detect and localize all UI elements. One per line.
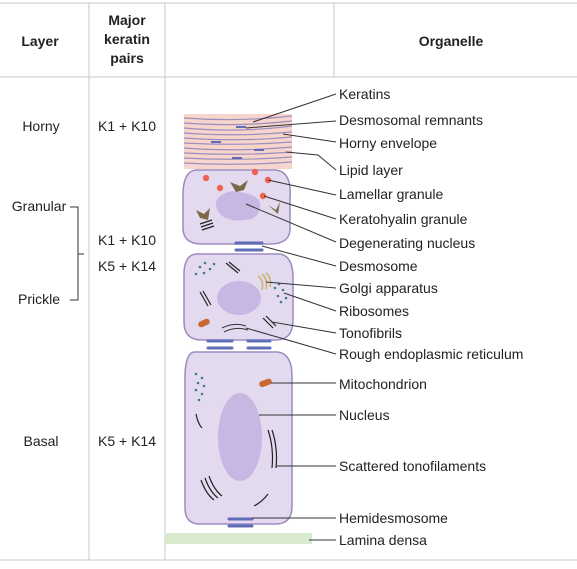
desmosome-upper bbox=[234, 241, 264, 252]
layer-granular: Granular bbox=[12, 198, 67, 214]
keratin-horny: K1 + K10 bbox=[98, 118, 156, 134]
hemidesmosome bbox=[227, 517, 254, 528]
horny-layer bbox=[183, 114, 293, 169]
prickle-cell bbox=[183, 253, 294, 341]
organelle-label-mitochondrion: Mitochondrion bbox=[339, 376, 427, 392]
organelle-label-ribosomes: Ribosomes bbox=[339, 303, 409, 319]
layer-basal: Basal bbox=[23, 433, 58, 449]
lamina-densa-band bbox=[165, 533, 312, 544]
layer-horny: Horny bbox=[22, 118, 59, 134]
organelle-label-lamellar-granule: Lamellar granule bbox=[339, 186, 443, 202]
keratin-suprabasal-1: K1 + K10 bbox=[98, 232, 156, 248]
keratin-suprabasal-2: K5 + K14 bbox=[98, 258, 156, 274]
organelle-label-lamina-densa: Lamina densa bbox=[339, 532, 427, 548]
organelle-label-nucleus: Nucleus bbox=[339, 407, 390, 423]
organelle-label-rough-er: Rough endoplasmic reticulum bbox=[339, 346, 523, 362]
organelle-label-desmosome: Desmosome bbox=[339, 258, 418, 274]
header-keratin-line3: pairs bbox=[110, 50, 144, 66]
organelle-label-horny-envelope: Horny envelope bbox=[339, 135, 437, 151]
header-keratin-line1: Major bbox=[108, 12, 146, 28]
organelle-label-tonofibrils: Tonofibrils bbox=[339, 325, 402, 341]
leader-lines bbox=[245, 93, 337, 541]
organelle-label-keratohyalin-granule: Keratohyalin granule bbox=[339, 211, 468, 227]
degenerating-nucleus-shape bbox=[215, 191, 261, 221]
organelle-label-keratins: Keratins bbox=[339, 86, 390, 102]
prickle-nucleus-shape bbox=[217, 281, 261, 315]
basal-cell bbox=[184, 351, 293, 525]
organelle-label-hemidesmosome: Hemidesmosome bbox=[339, 510, 448, 526]
granular-cell bbox=[182, 168, 291, 245]
organelle-label-desmosomal-remnants: Desmosomal remnants bbox=[339, 112, 483, 128]
header-layer: Layer bbox=[21, 33, 59, 49]
header-organelle: Organelle bbox=[419, 33, 484, 49]
organelle-label-lipid-layer: Lipid layer bbox=[339, 162, 403, 178]
keratin-basal: K5 + K14 bbox=[98, 433, 156, 449]
organelle-label-scattered-tonofilaments: Scattered tonofilaments bbox=[339, 458, 486, 474]
organelle-label-golgi-apparatus: Golgi apparatus bbox=[339, 280, 438, 296]
desmosome-lower bbox=[206, 339, 272, 350]
layer-prickle: Prickle bbox=[18, 291, 60, 307]
header-keratin-line2: keratin bbox=[104, 31, 150, 47]
layer-bracket bbox=[70, 206, 84, 301]
organelle-label-degenerating-nucleus: Degenerating nucleus bbox=[339, 235, 475, 251]
basal-nucleus-shape bbox=[218, 393, 262, 481]
